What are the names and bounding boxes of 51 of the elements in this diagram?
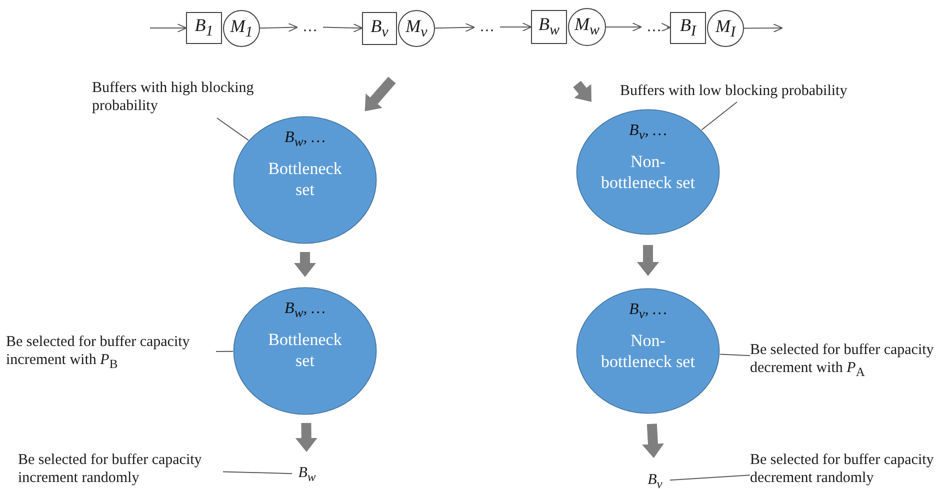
leader-line (216, 350, 234, 352)
annotation-text: Be selected for buffer capacity decrement randomly (750, 448, 948, 489)
buffer-box: B$_{v}$ (362, 12, 397, 45)
leader-line (222, 471, 292, 474)
ellipsis-text: … (474, 17, 500, 37)
block-arrow (637, 245, 659, 276)
leader-line (719, 354, 750, 356)
set-members-label: B$_{w}$, … (284, 128, 326, 150)
block-arrow (573, 80, 592, 102)
set-name-label: Non-bottleneck set (600, 330, 696, 373)
arrow (744, 24, 783, 33)
buffer-box: B$_{w}$ (531, 10, 567, 44)
leader-line (670, 474, 750, 481)
block-arrow (294, 252, 316, 277)
set-ellipse (233, 287, 377, 415)
annotation-text: Buffers with low blocking probability (620, 80, 882, 102)
arrow (260, 22, 298, 32)
set-members-label: B$_{v}$, … (629, 121, 667, 144)
buffer-box: B$_{I}$ (670, 12, 706, 44)
annotation-text: Be selected for buffer capacity increment randomly (18, 448, 223, 489)
ellipsis-text: … (297, 17, 323, 37)
arrow (150, 24, 187, 32)
arrow (660, 22, 671, 32)
annotation-text: Be selected for buffer capacity increment with P$_{B}$ (6, 330, 216, 374)
annotation-text: Buffers with high blocking probability (92, 76, 282, 118)
ellipsis-text: … (641, 17, 667, 37)
annotation-text: Be selected for buffer capacity decrement with P$_{A}$ (750, 338, 948, 382)
set-name-label: Bottleneck set (267, 329, 343, 372)
machine-circle: M$_{1}$ (223, 10, 260, 47)
machine-circle: M$_{w}$ (568, 8, 606, 46)
arrow (500, 22, 532, 32)
block-arrow (642, 424, 664, 458)
buffer-box: B$_{1}$ (186, 12, 222, 44)
leader-line (701, 102, 738, 130)
set-members-label: B$_{w}$, … (284, 299, 326, 322)
arrow (606, 22, 642, 32)
set-name-label: Bottleneck set (267, 158, 343, 201)
set-ellipse (576, 288, 720, 414)
arrow (434, 22, 475, 32)
set-ellipse (576, 109, 720, 235)
set-ellipse (233, 116, 377, 244)
arrow (322, 23, 363, 32)
machine-circle: M$_{I}$ (707, 10, 744, 47)
buffer-symbol: B$_{w}$ (292, 462, 322, 486)
set-name-label: Non-bottleneck set (600, 151, 696, 194)
block-arrow (295, 422, 318, 452)
leader-line (216, 118, 249, 141)
machine-circle: M$_{v}$ (398, 10, 435, 47)
block-arrow (364, 76, 396, 112)
set-members-label: B$_{v}$, … (629, 300, 667, 322)
buffer-symbol: B$_{v}$ (640, 470, 670, 489)
